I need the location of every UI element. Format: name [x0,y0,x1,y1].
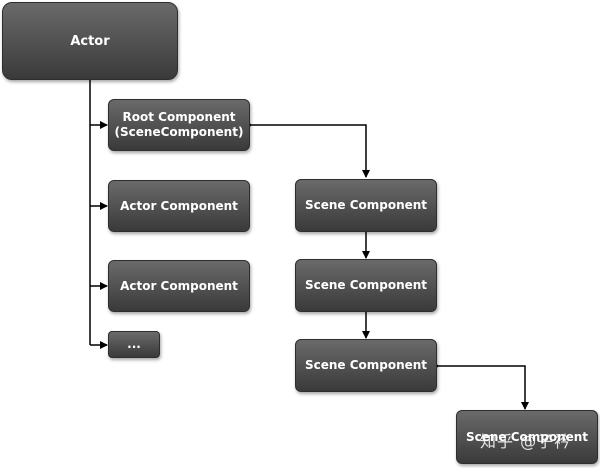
actor-label: Actor [70,33,110,49]
root-component-node: Root Component (SceneComponent) [108,99,250,151]
actor-component-node-1: Actor Component [108,180,250,232]
scene-component-label-4: Scene Component [465,429,589,444]
scene-3-to-scene-4-connector [432,362,529,410]
actor-component-label-2: Actor Component [120,278,238,293]
scene-component-label-2: Scene Component [304,278,428,292]
ellipsis-node: ... [108,331,160,358]
ellipsis-label: ... [127,337,141,351]
scene-component-node-2: Scene Component [295,259,437,312]
actor-node: Actor [2,2,178,80]
scene-component-node-4: Scene Component [456,410,598,464]
actor-component-node-2: Actor Component [108,260,250,312]
root-component-label: Root Component (SceneComponent) [114,110,244,139]
scene-component-label-3: Scene Component [304,358,428,372]
scene-component-node-1: Scene Component [295,179,437,232]
scene-component-label-1: Scene Component [304,198,428,212]
scene-component-node-3: Scene Component [295,339,437,392]
watermark-text: 知乎 @子衿 [480,432,572,451]
actor-component-label-1: Actor Component [120,198,238,213]
root-to-scene-1-connector [245,121,370,178]
